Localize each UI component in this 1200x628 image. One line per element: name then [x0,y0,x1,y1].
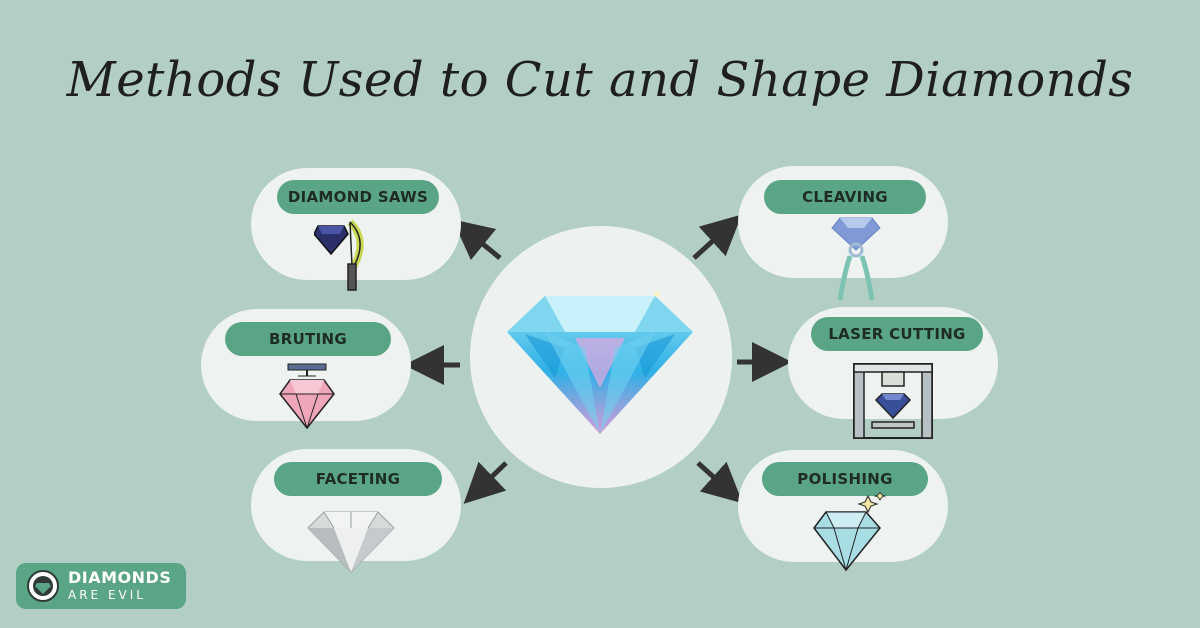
faceted-diamond-icon [307,511,395,573]
pill-faceting: FACETING [274,462,442,496]
diamond-icon [507,291,693,434]
logo-line-1: DIAMONDS [68,568,172,587]
diamond-shield-logo-icon [27,570,59,602]
arrow-to-polishing [696,461,743,504]
pill-laser-cutting: LASER CUTTING [811,317,983,351]
cleaving-icon [831,217,881,301]
brand-logo[interactable]: DIAMONDS ARE EVIL [16,563,186,609]
bruting-icon [279,363,335,430]
laser-cutting-icon [853,363,933,439]
arrow-to-faceting [463,461,508,504]
pill-bruting: BRUTING [225,322,391,356]
page-title: Methods Used to Cut and Shape Diamonds [66,52,1134,108]
logo-line-2: ARE EVIL [68,588,146,602]
pill-diamond-saws: DIAMOND SAWS [277,180,439,214]
diamond-saw-icon [314,219,364,291]
polished-diamond-icon [813,492,887,572]
pill-polishing: POLISHING [762,462,928,496]
pill-cleaving: CLEAVING [764,180,926,214]
arrow-to-diamond-saws [452,219,502,261]
arrow-to-cleaving [692,214,742,260]
